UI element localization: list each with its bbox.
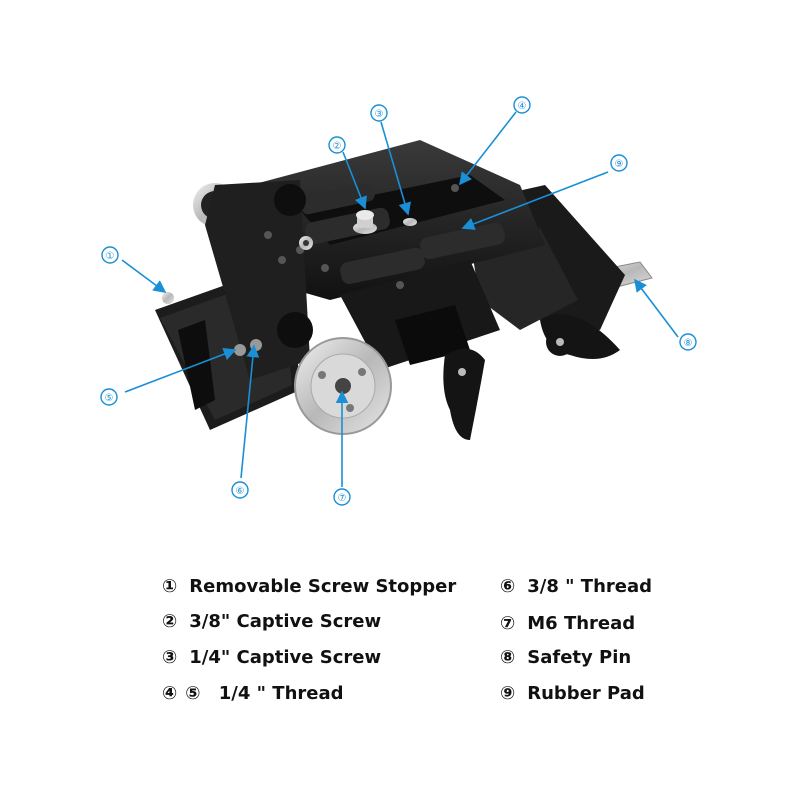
callout-6: ⑥ — [236, 486, 245, 497]
legend-number: ① — [162, 576, 178, 597]
callout-9: ⑨ — [615, 159, 624, 170]
legend-text: M6 Thread — [527, 613, 636, 634]
legend-text: 1/4" Captive Screw — [189, 647, 382, 668]
legend-text: 3/8" Captive Screw — [189, 611, 382, 632]
callout-3: ③ — [375, 109, 384, 120]
legend-number: ③ — [162, 647, 178, 668]
callout-5: ⑤ — [105, 393, 114, 404]
legend-item-safety-pin: ⑧ Safety Pin — [500, 647, 631, 668]
legend-text: Removable Screw Stopper — [189, 576, 457, 597]
callout-numbers: ① ② ③ ④ ⑤ ⑥ ⑦ ⑧ ⑨ — [105, 101, 693, 504]
legend-item-m6-thread: ⑦ M6 Thread — [500, 613, 635, 634]
callout-leaders — [121, 111, 679, 487]
parts-legend: ① Removable Screw Stopper ② 3/8" Captive S… — [0, 570, 800, 720]
callout-2: ② — [333, 141, 342, 152]
legend-item-38-thread: ⑥ 3/8 " Thread — [500, 576, 652, 597]
legend-number: ⑤ — [185, 683, 201, 704]
legend-item-14-captive-screw: ③ 1/4" Captive Screw — [162, 647, 381, 668]
legend-number: ⑥ — [500, 576, 516, 597]
legend-text: Safety Pin — [527, 647, 632, 668]
legend-item-rubber-pad: ⑨ Rubber Pad — [500, 683, 645, 704]
callout-4: ④ — [518, 101, 527, 112]
legend-text: 1/4 " Thread — [212, 683, 344, 704]
callout-7: ⑦ — [338, 493, 347, 504]
legend-number: ④ — [162, 683, 178, 704]
legend-text: Rubber Pad — [527, 683, 645, 704]
legend-number: ⑨ — [500, 683, 516, 704]
callout-8: ⑧ — [684, 338, 693, 349]
legend-text: 3/8 " Thread — [527, 576, 652, 597]
legend-number: ⑦ — [500, 613, 516, 634]
legend-item-screw-stopper: ① Removable Screw Stopper — [162, 576, 456, 597]
callout-1: ① — [106, 251, 115, 262]
baseplate-illustration — [155, 140, 653, 440]
callout-badges — [100, 96, 697, 506]
legend-number: ② — [162, 611, 178, 632]
legend-item-38-captive-screw: ② 3/8" Captive Screw — [162, 611, 381, 632]
legend-number: ⑧ — [500, 647, 516, 668]
